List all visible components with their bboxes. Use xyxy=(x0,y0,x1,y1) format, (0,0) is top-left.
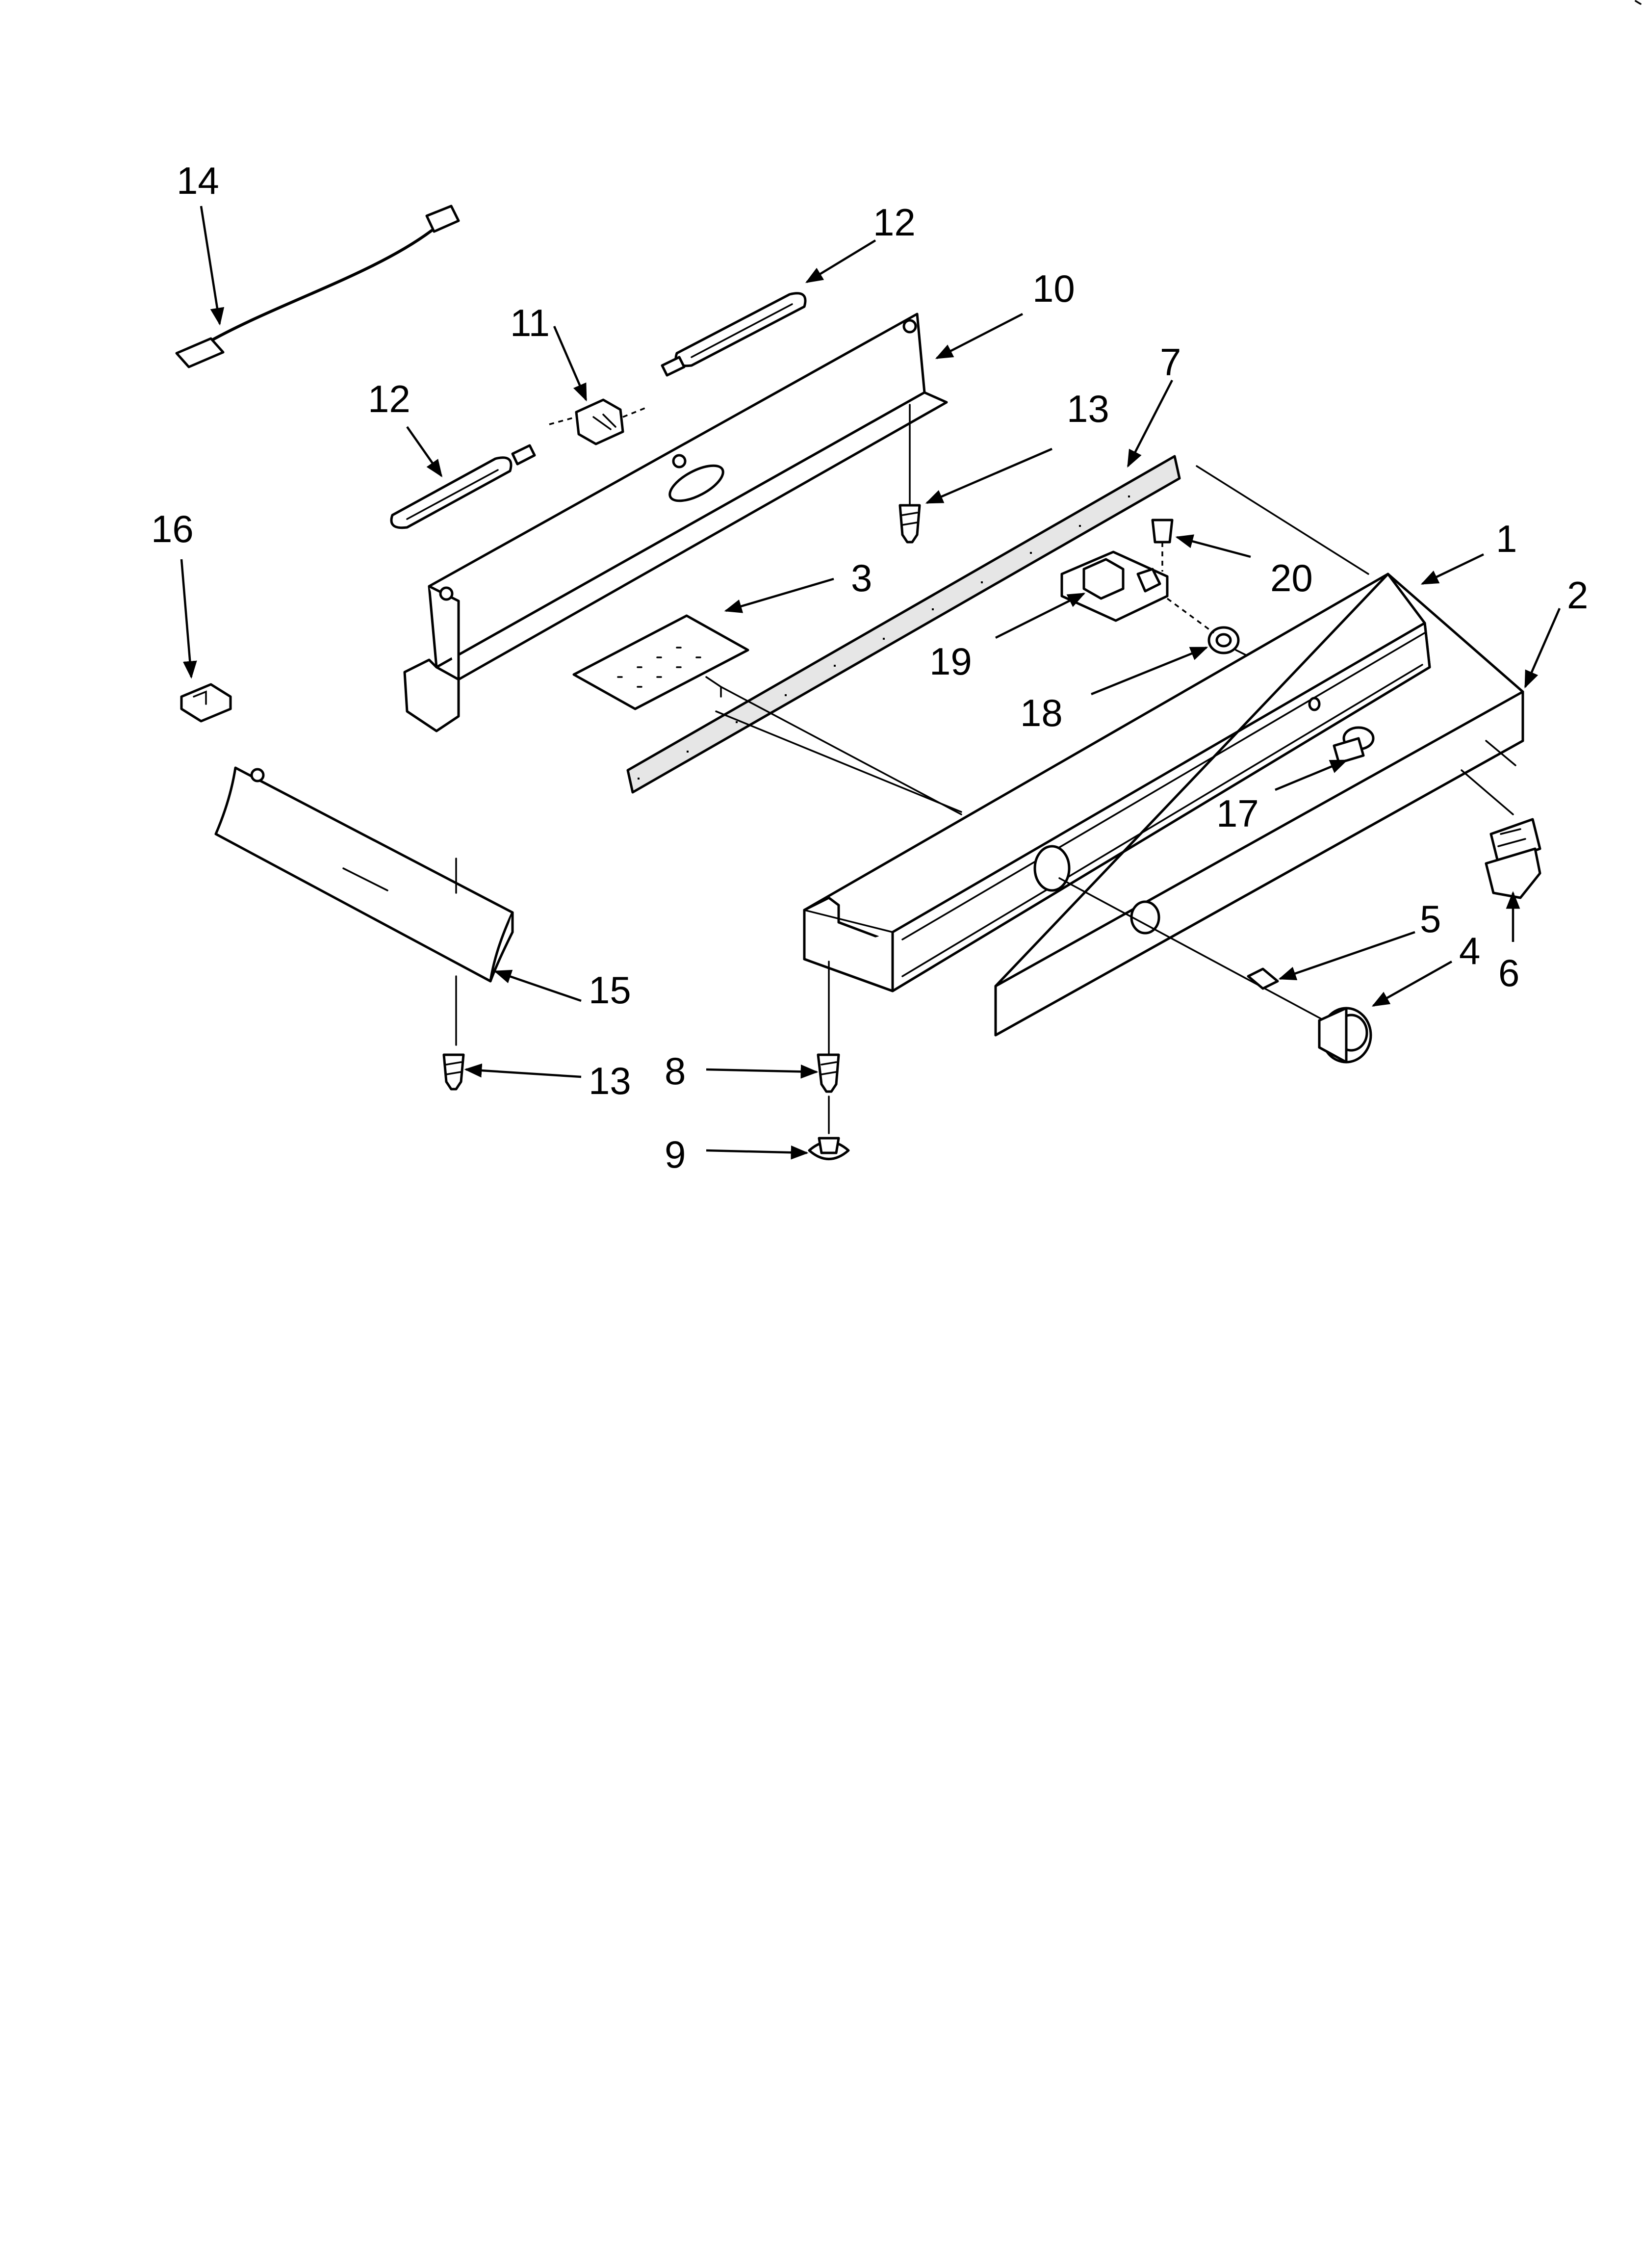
mounting-bracket xyxy=(403,313,948,732)
foam-strip xyxy=(626,455,1181,794)
callout-16: 16 xyxy=(151,507,194,550)
callout-17: 17 xyxy=(1216,792,1259,835)
control-housing xyxy=(803,573,1431,992)
screw-and-push-nut xyxy=(808,961,850,1160)
end-cap xyxy=(180,683,232,723)
lock-ring xyxy=(1166,598,1247,656)
callout-12-lower: 12 xyxy=(368,377,410,420)
callout-11: 11 xyxy=(510,301,550,344)
callout-7: 7 xyxy=(1160,340,1181,384)
callout-20: 20 xyxy=(1270,556,1313,600)
relay-module xyxy=(1060,550,1169,622)
control-board xyxy=(572,614,962,815)
callout-14: 14 xyxy=(177,159,219,202)
callout-6: 6 xyxy=(1498,951,1519,994)
corner-mark xyxy=(1635,0,1642,5)
callout-8: 8 xyxy=(665,1049,686,1093)
wire-clip xyxy=(549,398,648,445)
control-knob xyxy=(1318,1007,1372,1064)
callout-13-lower: 13 xyxy=(589,1059,631,1102)
callout-5: 5 xyxy=(1420,897,1441,940)
knob-hole xyxy=(1033,845,1325,1021)
left-cover xyxy=(214,766,514,1046)
callout-19: 19 xyxy=(929,640,972,683)
assembly-lines xyxy=(715,465,1516,813)
indicator-button xyxy=(1308,697,1375,764)
small-screw xyxy=(1151,519,1174,572)
sensor-tube-lower xyxy=(390,444,536,529)
screw-lower xyxy=(442,1053,465,1091)
screw-upper xyxy=(898,404,921,544)
knob-insert xyxy=(1247,967,1279,990)
callout-18: 18 xyxy=(1020,691,1063,734)
wire-harness xyxy=(175,205,460,368)
callout-4: 4 xyxy=(1459,929,1480,972)
callout-9: 9 xyxy=(665,1133,686,1176)
callout-12-upper: 12 xyxy=(873,201,916,244)
callout-2: 2 xyxy=(1567,574,1588,617)
callout-13-upper: 13 xyxy=(1067,387,1109,430)
callout-labels: 14 12 10 11 12 7 13 16 3 1 20 2 19 18 17… xyxy=(151,159,1588,1176)
callout-10: 10 xyxy=(1032,267,1075,310)
front-panel xyxy=(994,573,1524,1037)
leader-arrows xyxy=(180,206,1561,1160)
sensor-tube-upper xyxy=(661,292,807,377)
callout-3: 3 xyxy=(851,556,872,600)
callout-15: 15 xyxy=(589,968,631,1012)
callout-1: 1 xyxy=(1496,517,1517,560)
rocker-switch xyxy=(1461,769,1541,899)
